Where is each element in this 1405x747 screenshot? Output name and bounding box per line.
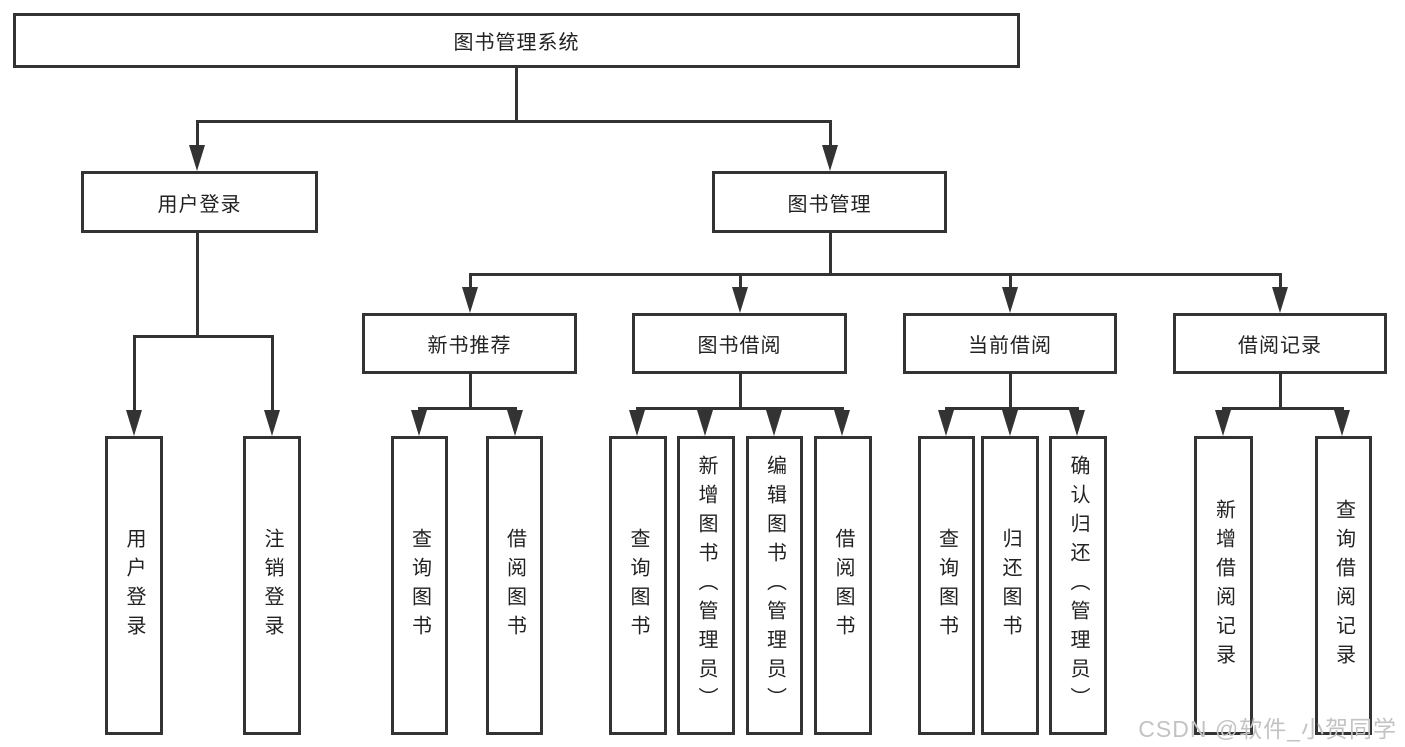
node-book-borrowing: 图书借阅 <box>632 313 847 374</box>
connector-vline <box>133 335 136 413</box>
node-current-borrowing: 当前借阅 <box>903 313 1117 374</box>
arrow-down <box>1334 410 1350 436</box>
connector-vline <box>1279 273 1282 291</box>
leaf-borrow-books-2: 借阅图书 <box>814 436 872 735</box>
leaf-add-borrow-record: 新增借阅记录 <box>1194 436 1253 735</box>
leaf-label: 注销登录 <box>261 527 283 644</box>
arrow-down <box>1215 410 1231 436</box>
node-library-management-system: 图书管理系统 <box>13 13 1020 68</box>
arrow-down <box>462 287 478 313</box>
connector-hline <box>469 273 1282 276</box>
leaf-borrow-books-1: 借阅图书 <box>486 436 543 735</box>
leaf-label: 借阅图书 <box>503 527 526 644</box>
leaf-logout: 注销登录 <box>243 436 301 735</box>
leaf-add-book-admin: 新增图书（管理员） <box>677 436 735 735</box>
arrow-down <box>264 410 280 436</box>
watermark: CSDN @软件_小贺同学 <box>1138 716 1397 742</box>
connector-vline <box>196 232 199 337</box>
arrow-down <box>1002 287 1018 313</box>
connector-vline <box>1279 373 1282 409</box>
connector-hline <box>1222 407 1343 410</box>
leaf-query-borrow-record: 查询借阅记录 <box>1315 436 1372 735</box>
arrow-down <box>126 410 142 436</box>
leaf-label: 用户登录 <box>123 527 145 644</box>
connector-vline <box>271 335 274 413</box>
leaf-query-books-3: 查询图书 <box>918 436 975 735</box>
arrow-down <box>938 410 954 436</box>
arrow-down <box>1272 287 1288 313</box>
connector-vline <box>829 232 832 275</box>
leaf-query-books-2: 查询图书 <box>609 436 667 735</box>
arrow-down <box>732 287 748 313</box>
node-borrowing-records: 借阅记录 <box>1173 313 1387 374</box>
connector-vline <box>1009 373 1012 409</box>
connector-vline <box>829 120 832 148</box>
connector-vline <box>515 68 518 122</box>
leaf-query-books-1: 查询图书 <box>391 436 448 735</box>
connector-vline <box>469 373 472 409</box>
node-user-login: 用户登录 <box>81 171 318 233</box>
node-new-book-recommendation: 新书推荐 <box>362 313 577 374</box>
leaf-label: 新增借阅记录 <box>1212 498 1235 673</box>
leaf-label: 查询图书 <box>408 527 431 644</box>
leaf-label: 确认归还（管理员） <box>1067 455 1089 716</box>
leaf-return-book: 归还图书 <box>981 436 1039 735</box>
leaf-label: 归还图书 <box>999 527 1021 644</box>
arrow-down <box>766 410 782 436</box>
arrow-down <box>834 410 850 436</box>
arrow-down <box>1002 410 1018 436</box>
leaf-label: 查询图书 <box>935 527 958 644</box>
connector-vline <box>739 373 742 409</box>
arrow-down <box>507 410 523 436</box>
leaf-label: 新增图书（管理员） <box>695 455 717 716</box>
connector-vline <box>1009 273 1012 291</box>
connector-hline <box>133 335 274 338</box>
connector-hline <box>945 407 1079 410</box>
arrow-down <box>822 145 838 171</box>
arrow-down <box>697 410 713 436</box>
leaf-confirm-return-admin: 确认归还（管理员） <box>1049 436 1107 735</box>
connector-vline <box>739 273 742 291</box>
leaf-label: 查询借阅记录 <box>1332 498 1355 673</box>
leaf-label: 借阅图书 <box>832 527 854 644</box>
connector-hline <box>196 120 832 123</box>
connector-vline <box>196 120 199 148</box>
arrow-down <box>1069 410 1085 436</box>
connector-hline <box>636 407 844 410</box>
arrow-down <box>411 410 427 436</box>
connector-hline <box>418 407 517 410</box>
arrow-down <box>189 145 205 171</box>
leaf-label: 查询图书 <box>627 527 649 644</box>
leaf-edit-book-admin: 编辑图书（管理员） <box>746 436 803 735</box>
leaf-label: 编辑图书（管理员） <box>763 455 786 716</box>
leaf-user-login: 用户登录 <box>105 436 163 735</box>
arrow-down <box>629 410 645 436</box>
node-book-management: 图书管理 <box>712 171 947 233</box>
connector-vline <box>469 273 472 291</box>
